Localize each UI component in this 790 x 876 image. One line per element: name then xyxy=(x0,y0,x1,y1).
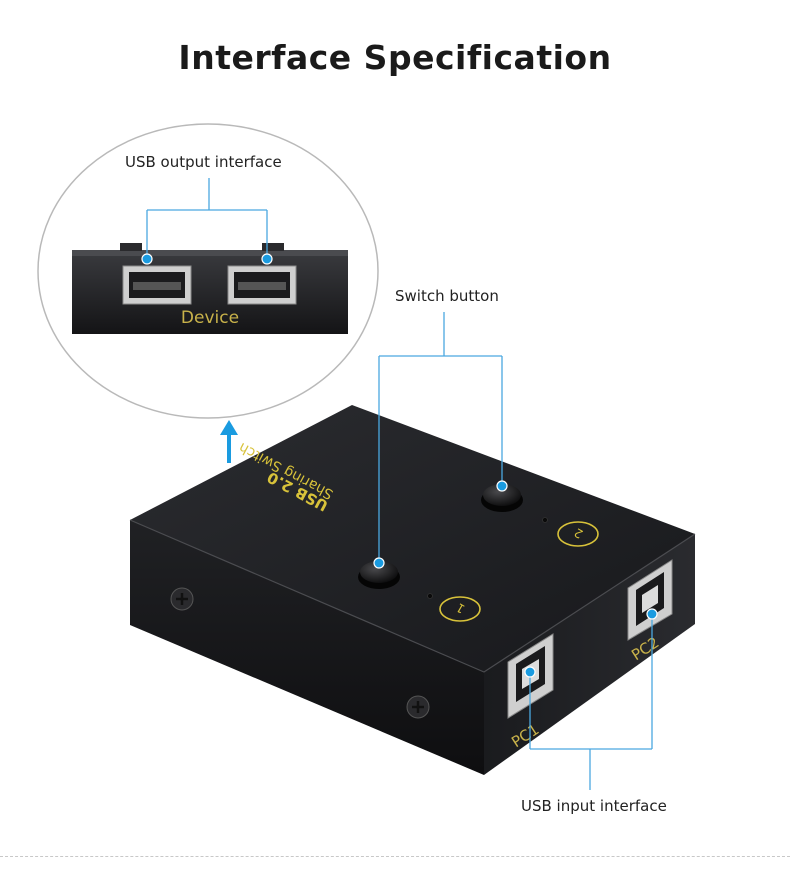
input-marker-1 xyxy=(524,666,536,678)
input-marker-2 xyxy=(646,608,658,620)
switch-button-2[interactable] xyxy=(481,484,523,512)
device-port-label: Device xyxy=(181,308,239,328)
callout-usb-output: USB output interface xyxy=(125,153,282,171)
output-marker-2 xyxy=(261,253,273,265)
callout-usb-input: USB input interface xyxy=(521,797,667,815)
switch-leader-lines xyxy=(378,312,503,563)
usb-a-port-1 xyxy=(122,265,192,305)
output-marker-1 xyxy=(141,253,153,265)
bottom-divider xyxy=(0,856,790,857)
switch-button-1[interactable] xyxy=(358,561,400,589)
switch-marker-2 xyxy=(496,480,508,492)
input-leader-lines xyxy=(529,614,653,790)
screw-2 xyxy=(406,695,430,719)
led-1 xyxy=(427,593,433,599)
screw-1 xyxy=(170,587,194,611)
page-title: Interface Specification xyxy=(178,38,612,77)
rear-panel-closeup: Device xyxy=(72,243,348,334)
sharing-switch-device: USB 2.0 Sharing Switch 1 2 xyxy=(129,405,696,775)
usb-a-port-2 xyxy=(227,265,297,305)
switch-marker-1 xyxy=(373,557,385,569)
callout-switch-button: Switch button xyxy=(395,287,499,305)
led-2 xyxy=(542,517,548,523)
arrow-up-icon xyxy=(220,420,238,463)
output-leader-lines xyxy=(146,178,268,259)
